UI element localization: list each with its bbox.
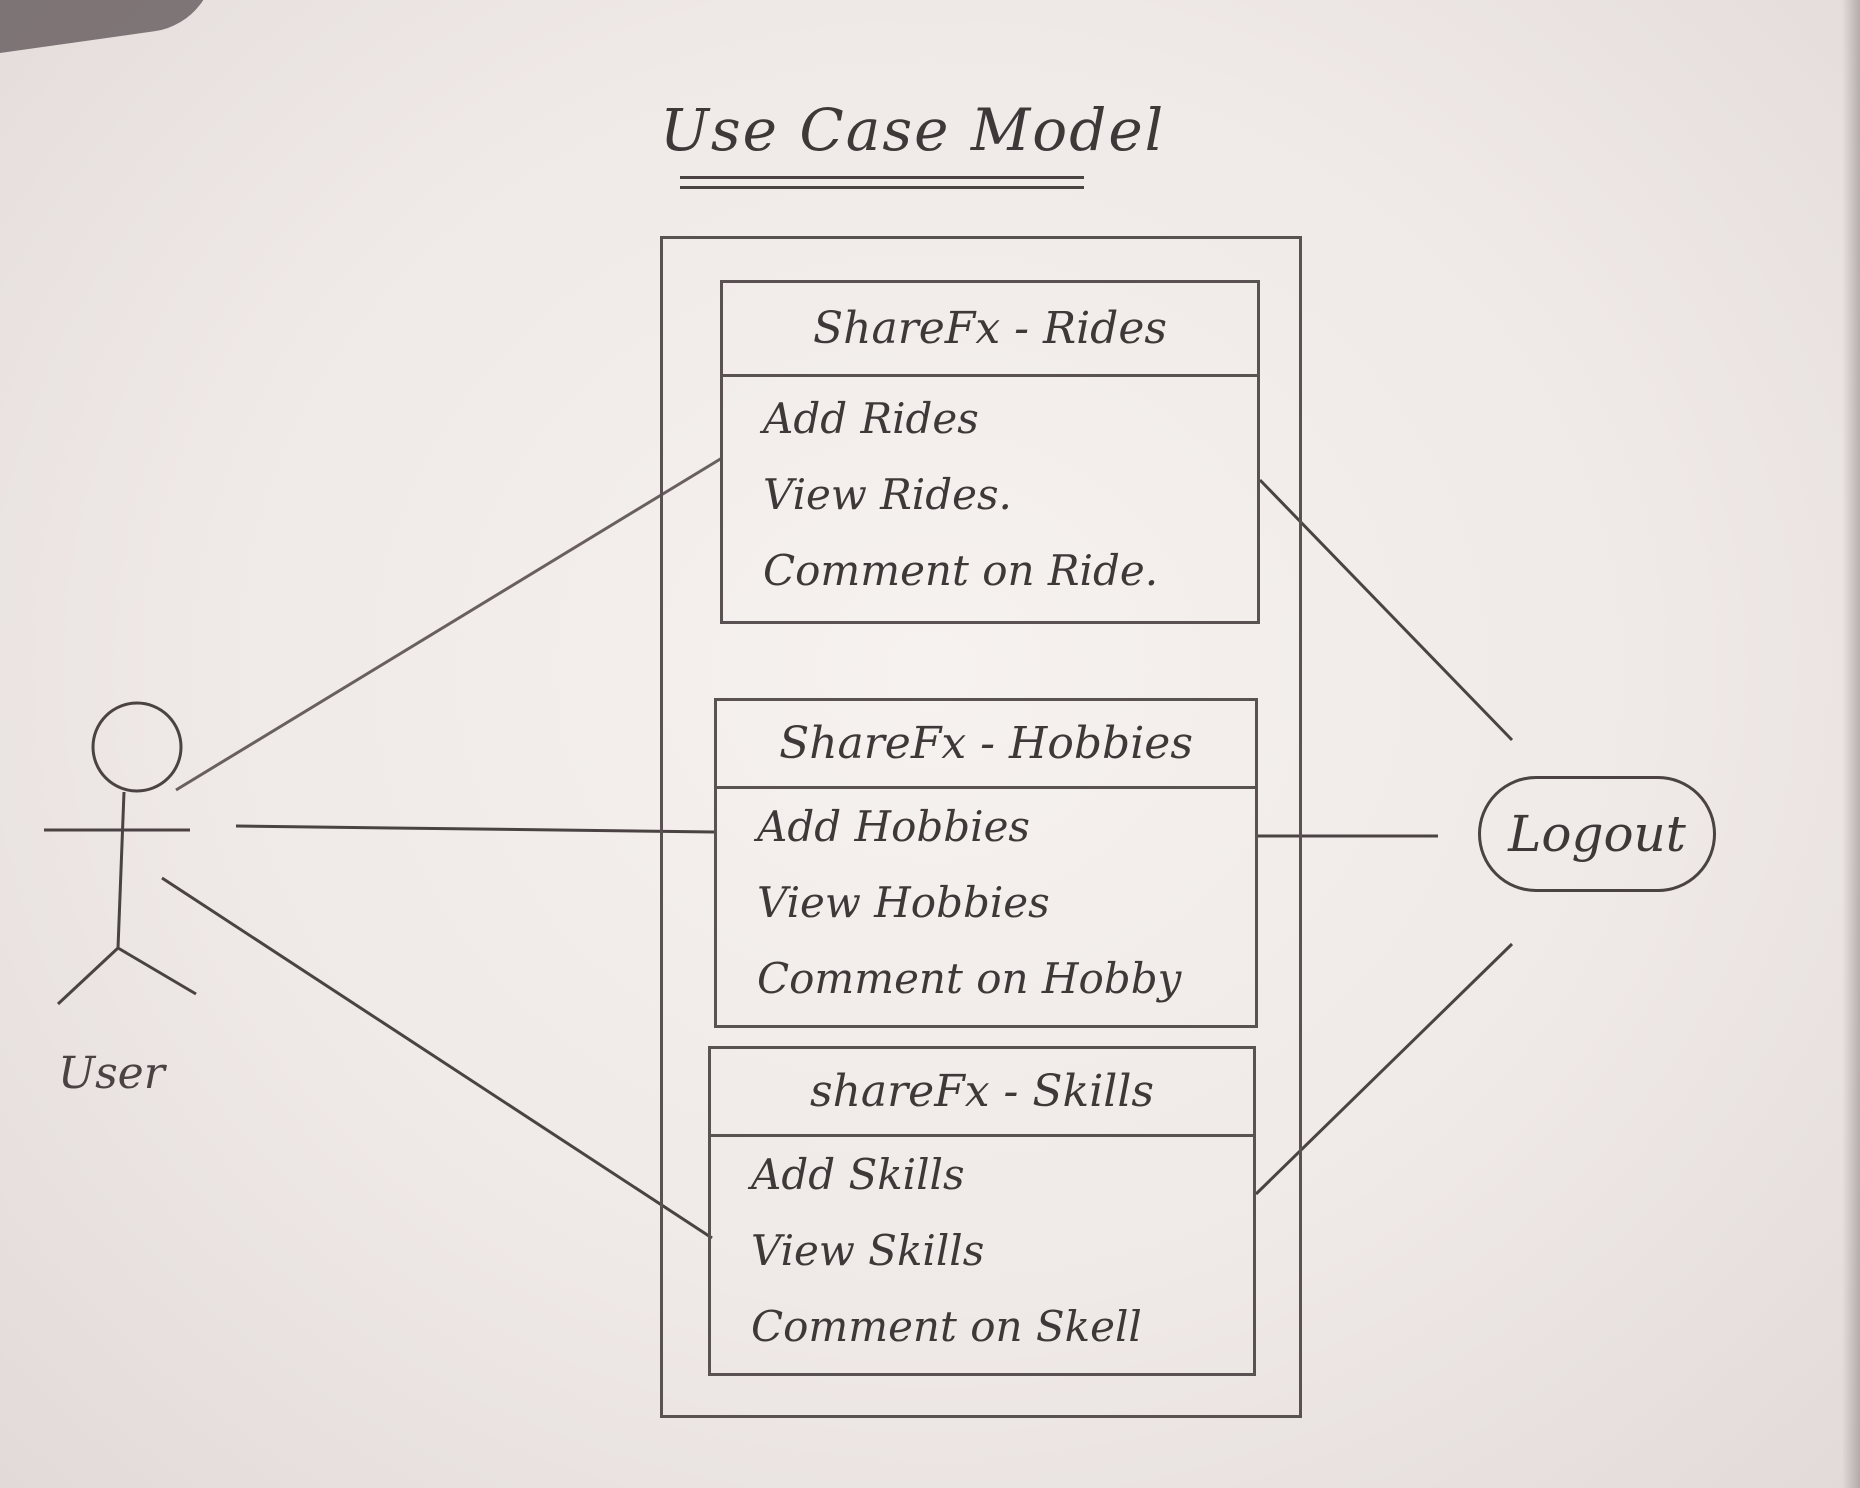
package-hobbies: ShareFx - Hobbies Add Hobbies View Hobbi…: [714, 698, 1258, 1028]
actor-label: User: [58, 1048, 165, 1099]
package-title: shareFx - Skills: [711, 1049, 1253, 1137]
logout-use-case: Logout: [1478, 776, 1716, 892]
use-case-comment-on-hobby: Comment on Hobby: [757, 954, 1182, 1003]
use-case-view-skills: View Skills: [751, 1226, 985, 1275]
actor-body: [116, 791, 126, 949]
title-underline-top: [680, 176, 1084, 179]
package-title: ShareFx - Rides: [723, 283, 1257, 377]
actor-right-leg: [117, 946, 197, 996]
actor-left-leg: [56, 946, 120, 1006]
use-case-add-rides: Add Rides: [763, 394, 979, 443]
package-rides: ShareFx - Rides Add Rides View Rides. Co…: [720, 280, 1260, 624]
actor-head: [91, 701, 183, 793]
use-case-comment-on-skill: Comment on Skell: [751, 1302, 1142, 1351]
use-case-view-rides: View Rides.: [763, 470, 1012, 519]
actor-figure: [44, 701, 197, 1006]
title-underline-bottom: [680, 186, 1084, 189]
system-boundary: [660, 236, 1302, 1418]
use-case-add-skills: Add Skills: [751, 1150, 965, 1199]
paper-edge-shadow: [1842, 0, 1860, 1488]
user-to-hobbies-line: [235, 824, 715, 834]
use-case-comment-on-ride: Comment on Ride.: [763, 546, 1159, 595]
diagram-title: Use Case Model: [660, 96, 1166, 164]
use-case-add-hobbies: Add Hobbies: [757, 802, 1030, 851]
package-title: ShareFx - Hobbies: [717, 701, 1255, 789]
use-case-view-hobbies: View Hobbies: [757, 878, 1050, 927]
user-to-skills-line: [161, 876, 713, 1240]
skills-to-logout-line: [1254, 942, 1514, 1196]
user-to-rides-line: [175, 456, 723, 792]
package-skills: shareFx - Skills Add Skills View Skills …: [708, 1046, 1256, 1376]
rides-to-logout-line: [1258, 478, 1514, 742]
